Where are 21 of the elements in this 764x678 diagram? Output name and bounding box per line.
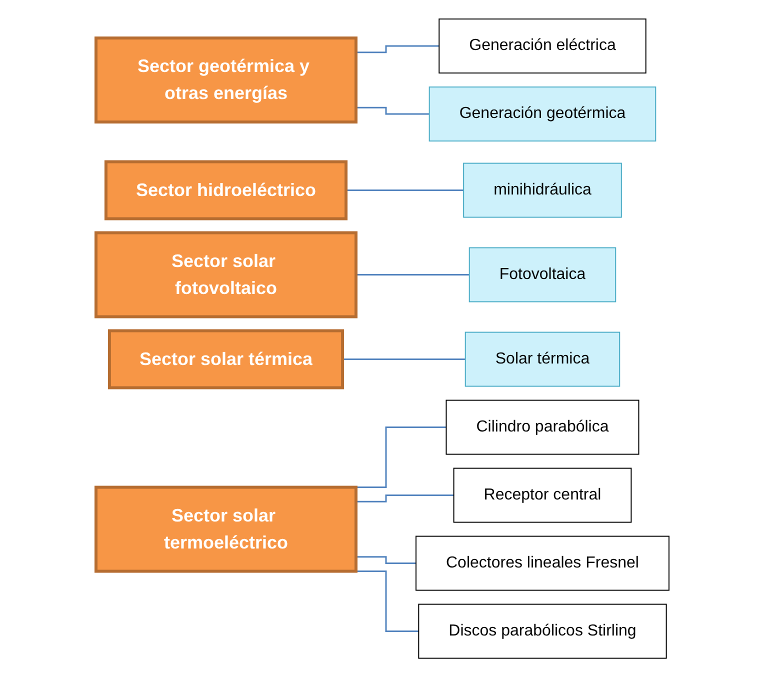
node-box: Cilindro parabólica bbox=[445, 400, 639, 456]
connector bbox=[356, 556, 416, 564]
node-box: Sector solar térmica bbox=[107, 330, 344, 390]
node-box: Generación geotérmica bbox=[428, 86, 656, 142]
connector bbox=[356, 274, 470, 276]
connector bbox=[356, 107, 430, 116]
connector bbox=[342, 358, 466, 360]
node-box: Discos parabólicos Stirling bbox=[418, 604, 666, 660]
connector bbox=[346, 190, 464, 192]
node-box: Solar térmica bbox=[464, 332, 620, 388]
node-box: minihidráulica bbox=[462, 163, 622, 218]
node-box: Colectores lineales Fresnel bbox=[415, 536, 669, 592]
node-box: Sector hidroeléctrico bbox=[104, 160, 348, 221]
connector bbox=[356, 46, 440, 54]
node-box: Fotovoltaica bbox=[468, 248, 616, 303]
node-box: Sector solar termoeléctrico bbox=[94, 486, 357, 574]
node-box: Generación eléctrica bbox=[438, 18, 646, 74]
node-box: Receptor central bbox=[452, 468, 632, 524]
node-box: Sector geotérmica y otras energías bbox=[94, 36, 357, 124]
node-box: Sector solar fotovoltaico bbox=[94, 232, 357, 319]
connector bbox=[356, 494, 454, 503]
